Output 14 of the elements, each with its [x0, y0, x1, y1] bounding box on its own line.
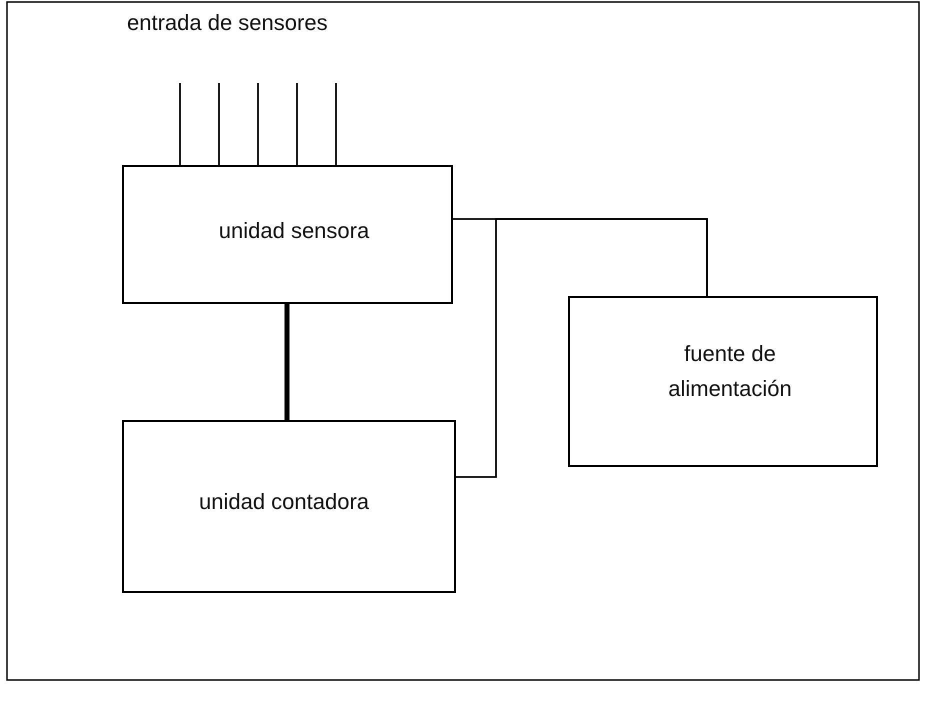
- connector-line: [284, 304, 290, 420]
- input-line: [179, 83, 181, 165]
- block-label: fuente de alimentación: [667, 340, 793, 404]
- input-label: entrada de sensores: [127, 10, 328, 36]
- input-line: [296, 83, 298, 165]
- block-box: [122, 165, 453, 304]
- block-box: [568, 296, 878, 467]
- input-line: [335, 83, 337, 165]
- input-line: [218, 83, 220, 165]
- block-label: unidad contadora: [198, 488, 370, 516]
- block-box: [122, 420, 456, 593]
- input-line: [257, 83, 259, 165]
- connector-line: [456, 218, 708, 478]
- block-label: unidad sensora: [218, 217, 370, 245]
